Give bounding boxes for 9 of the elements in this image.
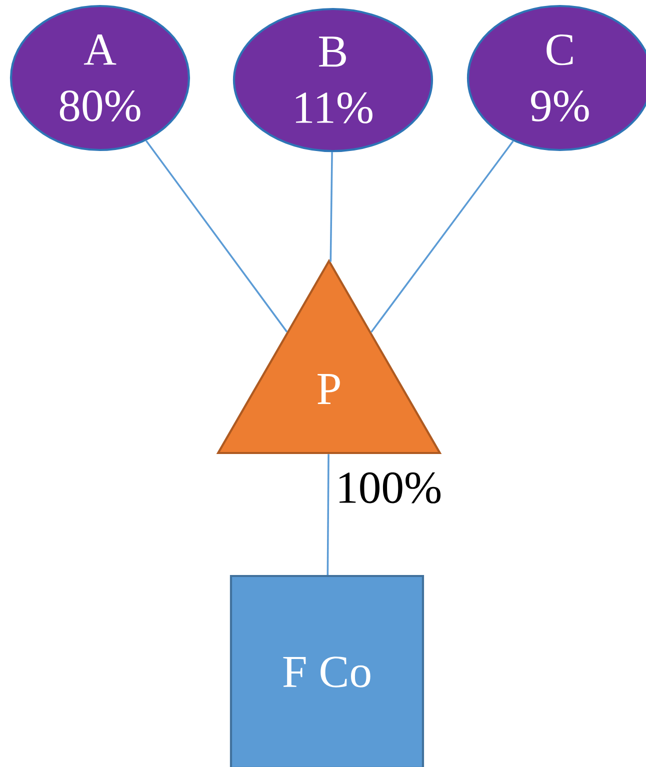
- ellipse-node: C 9%: [466, 4, 646, 152]
- connector-line: [326, 454, 330, 575]
- connector-line: [370, 140, 514, 333]
- square-node: F Co: [230, 574, 424, 767]
- edge-label: 100%: [332, 468, 446, 507]
- ellipse-node: B 11%: [232, 8, 434, 152]
- connector-line: [145, 140, 288, 332]
- ellipse-node: A 80%: [10, 4, 190, 152]
- connector-line: [330, 152, 333, 262]
